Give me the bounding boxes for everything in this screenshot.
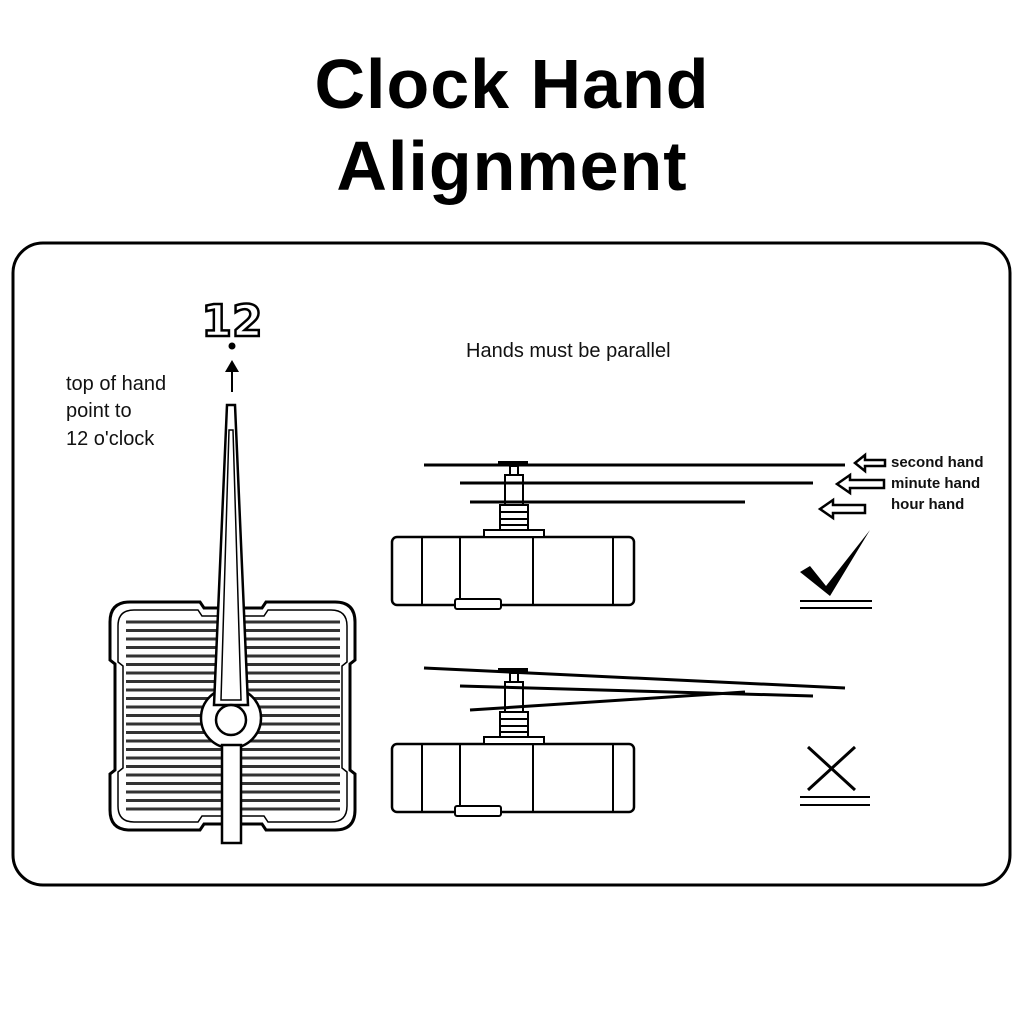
parallel-heading: Hands must be parallel <box>466 340 671 362</box>
title-line-2: Alignment <box>336 127 687 205</box>
title-line-1: Clock Hand <box>314 45 709 123</box>
instruction-line-3: 12 o'clock <box>66 428 155 450</box>
left-arrow-icon <box>817 497 867 521</box>
left-arrow-icon <box>834 472 886 496</box>
instruction-line-2: point to <box>66 400 132 422</box>
check-mark-icon <box>800 530 870 596</box>
instruction-line-1: top of hand <box>66 373 166 395</box>
twelve-label: 12 <box>201 296 262 347</box>
clock-movement-front <box>108 403 357 845</box>
left-arrow-icon <box>852 452 887 474</box>
side-view-correct: second hand minute hand hour hand <box>390 452 984 610</box>
minute-hand-label: minute hand <box>891 475 980 492</box>
up-arrow-icon <box>225 360 239 392</box>
twelve-dot <box>228 342 236 350</box>
second-hand-label: second hand <box>891 454 984 471</box>
hour-hand-label: hour hand <box>891 496 964 513</box>
side-view-incorrect <box>390 666 870 817</box>
frame <box>11 241 1012 887</box>
cross-mark-icon <box>806 745 857 792</box>
